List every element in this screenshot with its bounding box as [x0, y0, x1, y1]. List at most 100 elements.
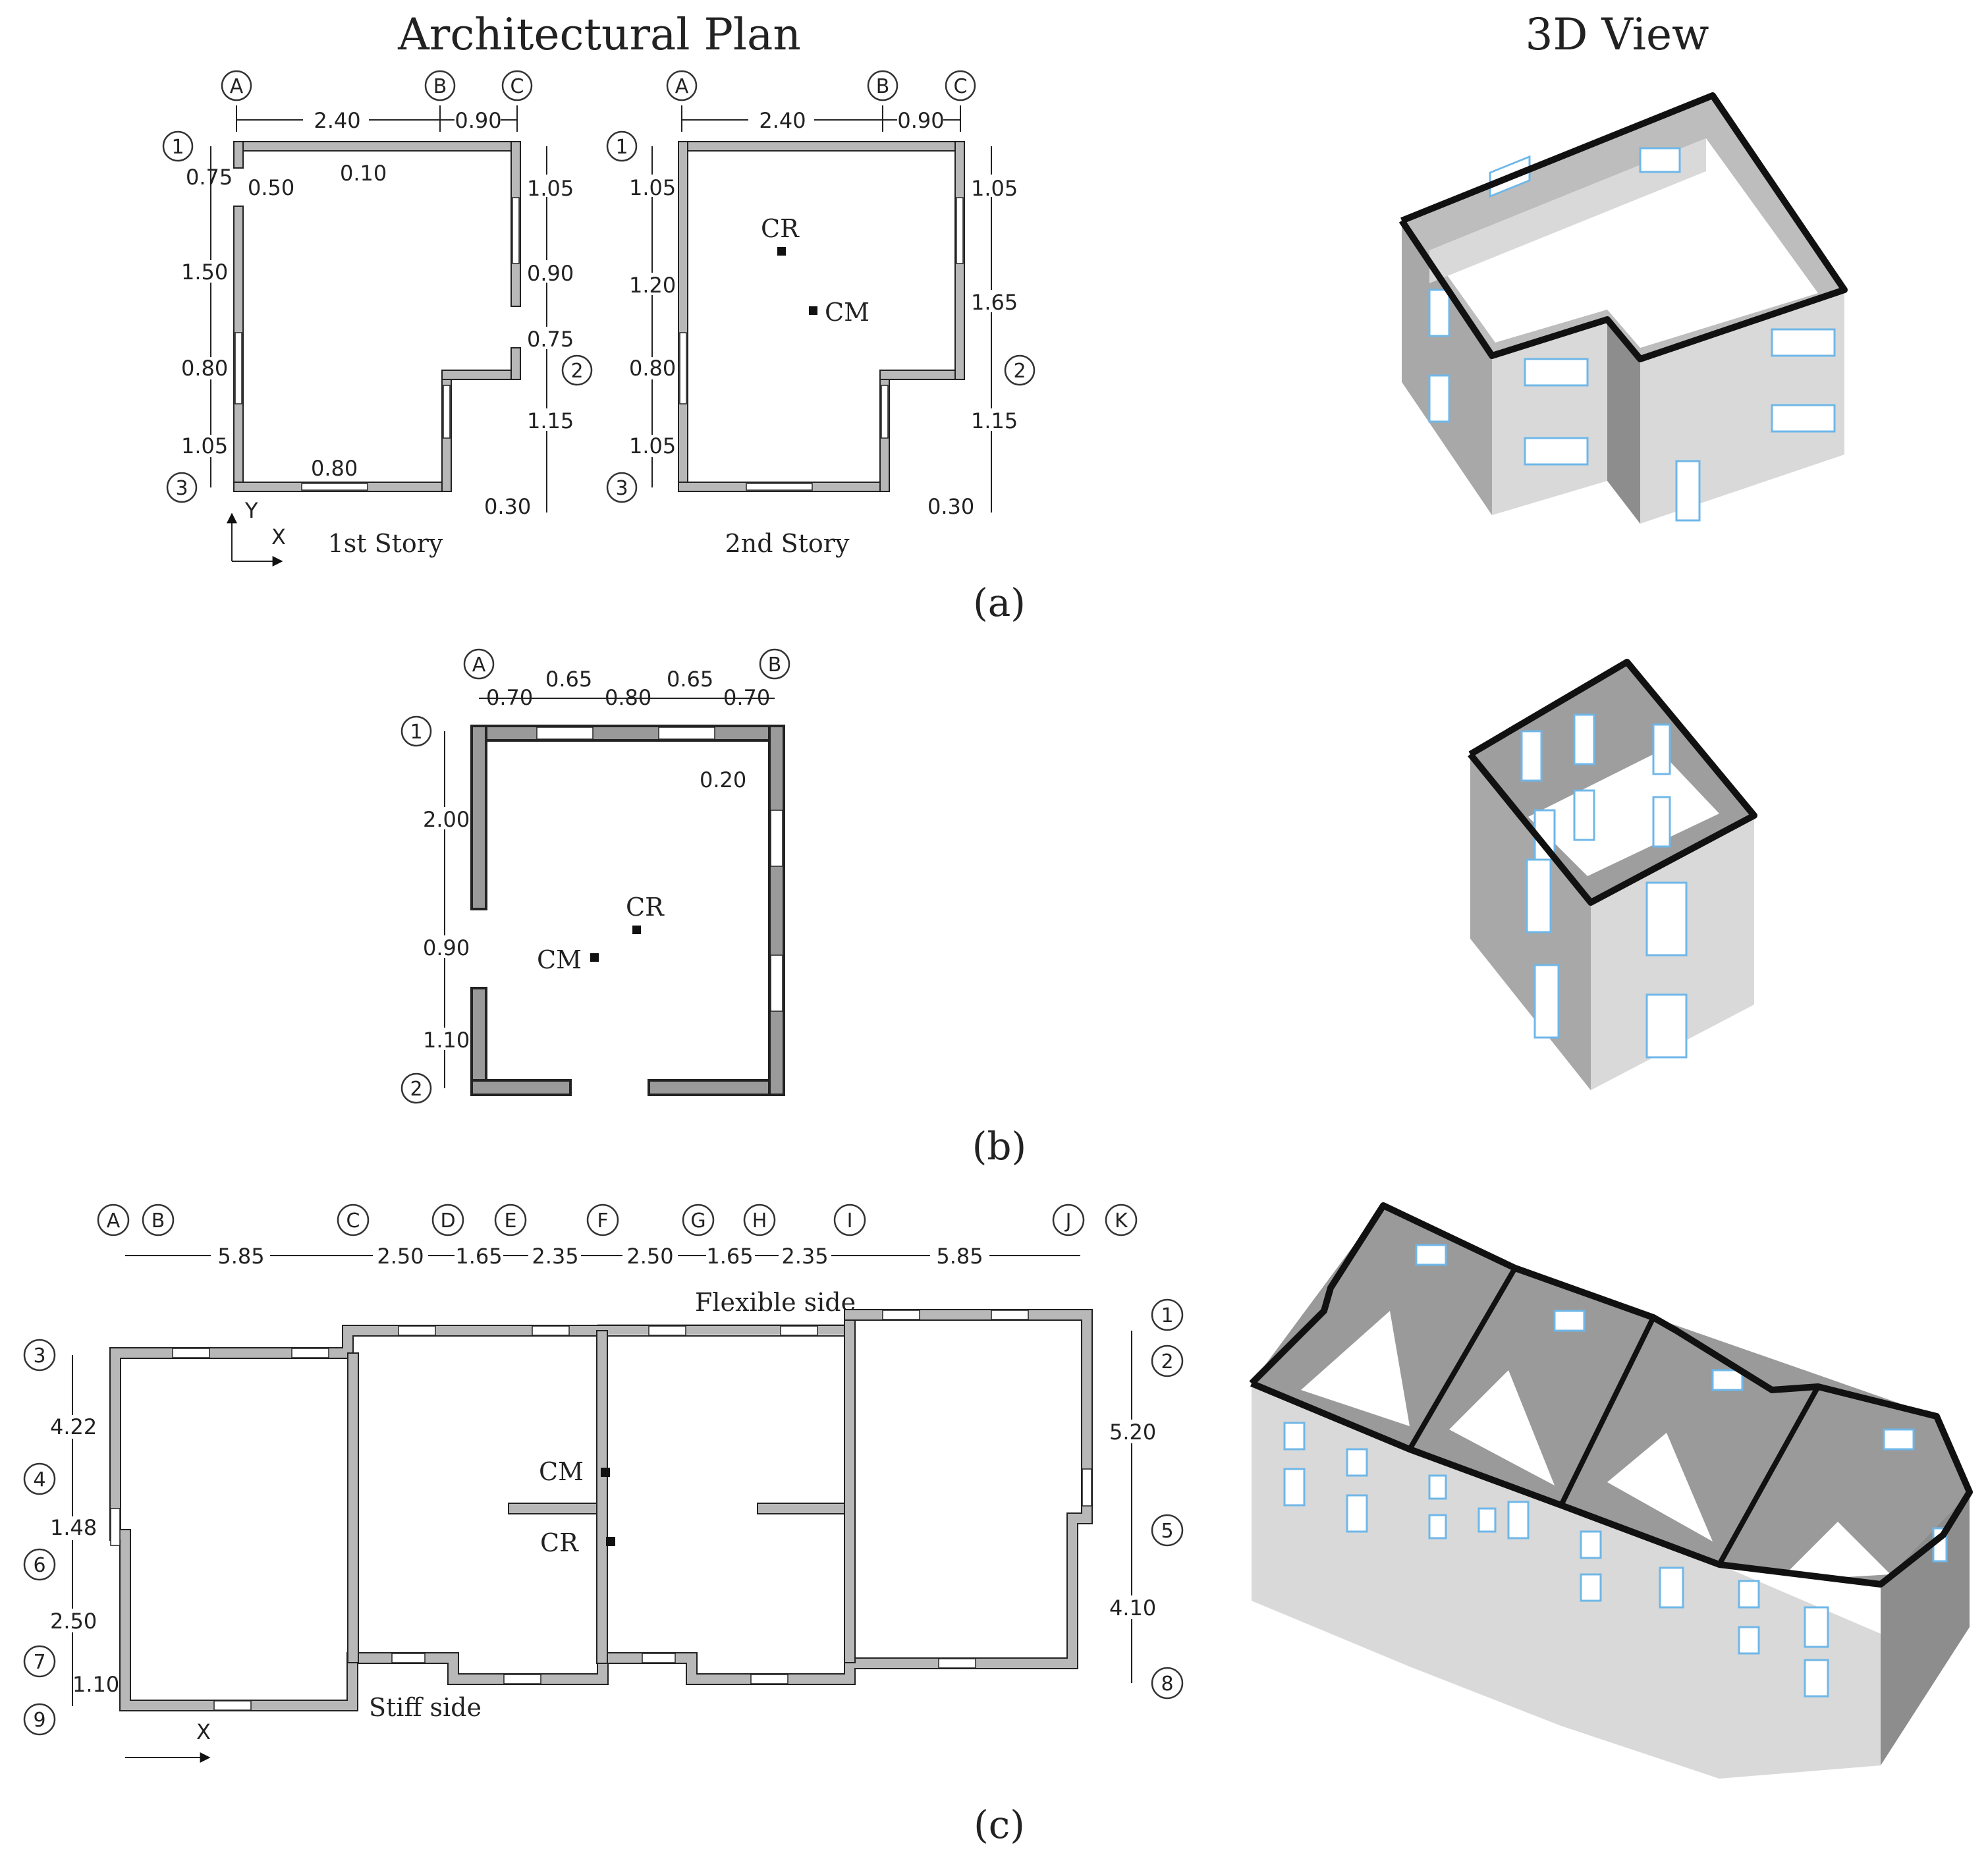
dim-a1-0-90: 0.90	[455, 108, 501, 133]
label-a2-cm: CM	[825, 298, 870, 327]
dim-a2-1-20: 1.20	[629, 273, 676, 298]
label-2nd-story: 2nd Story	[725, 529, 850, 558]
grid-c-h: H	[752, 1209, 767, 1233]
dim-c-4-22: 4.22	[50, 1414, 97, 1439]
dim-a1-1-50: 1.50	[181, 260, 228, 285]
grid-b-a: A	[472, 653, 486, 677]
grid-c-i: I	[847, 1209, 853, 1233]
dim-a2-1-05-right: 1.05	[971, 176, 1018, 201]
grid-b-b: B	[768, 653, 782, 677]
grid-c-5: 5	[1161, 1520, 1173, 1543]
grid-c-9: 9	[33, 1709, 45, 1732]
dim-a2-0-30: 0.30	[927, 494, 974, 519]
grid-c-7: 7	[33, 1651, 45, 1674]
grid-c-8: 8	[1161, 1673, 1173, 1696]
header-architectural-plan: Architectural Plan	[397, 9, 801, 60]
caption-c: (c)	[974, 1802, 1025, 1847]
grid-a2-c: C	[954, 75, 968, 98]
grid-c-3: 3	[33, 1344, 45, 1368]
label-b-cr: CR	[626, 893, 665, 922]
grid-a2-3: 3	[615, 477, 628, 500]
dim-a1-0-10: 0.10	[340, 161, 387, 186]
grid-a-a: A	[230, 75, 244, 98]
plan-a-2nd-story: A B C 1 3 2 2.40 0.90 1.05 1.20	[606, 70, 1035, 558]
3d-view-a	[1398, 92, 1848, 524]
dim-a1-0-50: 0.50	[248, 175, 294, 200]
label-c-cm: CM	[539, 1457, 584, 1486]
dim-b-0-65-right: 0.65	[667, 667, 713, 692]
grid-c-g: G	[690, 1209, 705, 1233]
grid-c-4: 4	[33, 1468, 45, 1491]
dim-c-2-35-b: 2.35	[781, 1244, 828, 1269]
label-b-cm: CM	[537, 945, 582, 974]
axis-x-label: X	[271, 524, 286, 549]
dim-b-0-65-left: 0.65	[545, 667, 592, 692]
grid-a-3: 3	[175, 477, 188, 500]
axis-c-x-label: X	[196, 1719, 211, 1744]
dim-b-0-90: 0.90	[423, 935, 470, 960]
dim-b-0-70-right: 0.70	[723, 685, 770, 710]
label-1st-story: 1st Story	[328, 529, 443, 558]
dim-c-2-50-a: 2.50	[377, 1244, 424, 1269]
grid-c-2: 2	[1161, 1350, 1173, 1373]
dim-c-2-50-left: 2.50	[50, 1609, 97, 1634]
label-a2-cr: CR	[761, 214, 800, 243]
dim-a1-0-80-bottom: 0.80	[311, 456, 358, 481]
grid-b-1: 1	[410, 721, 422, 744]
dim-c-1-65-b: 1.65	[706, 1244, 753, 1269]
dim-a2-1-65: 1.65	[971, 290, 1018, 315]
dim-a2-1-05-left-bottom: 1.05	[629, 433, 676, 458]
grid-b-2: 2	[410, 1078, 422, 1101]
dim-a1-0-75: 0.75	[186, 165, 233, 190]
grid-a-1: 1	[171, 136, 184, 159]
grid-c-top: A B C D E F G H I J K	[97, 1204, 1138, 1236]
dim-c-1-10: 1.10	[72, 1672, 119, 1697]
dim-c-5-85-left: 5.85	[217, 1244, 264, 1269]
dim-c-2-35-a: 2.35	[532, 1244, 578, 1269]
plan-a-1st-story: A B C 1 3 2 2.40 0.90 0.75	[162, 70, 593, 567]
grid-c-e: E	[505, 1209, 517, 1233]
grid-c-f: F	[597, 1209, 608, 1233]
dim-c-2-50-b: 2.50	[626, 1244, 673, 1269]
grid-c-k: K	[1115, 1209, 1128, 1233]
dim-a1-0-75-right: 0.75	[527, 327, 574, 352]
3d-view-b	[1468, 659, 1757, 1090]
plan-c: A B C D E F G H I J K 5.85 2.50 1.65 2.3…	[23, 1204, 1184, 1763]
dim-a1-1-05-right: 1.05	[527, 176, 574, 201]
grid-a-c: C	[511, 75, 524, 98]
dim-a1-2-40: 2.40	[314, 108, 360, 133]
label-flexible-side: Flexible side	[695, 1288, 856, 1317]
grid-a-2: 2	[570, 360, 583, 383]
3d-view-c	[1249, 1202, 1973, 1779]
grid-c-b: B	[152, 1209, 165, 1233]
header-3d-view: 3D View	[1525, 9, 1709, 60]
grid-c-1: 1	[1161, 1304, 1173, 1327]
grid-c-6: 6	[33, 1554, 45, 1577]
label-c-cr: CR	[540, 1528, 579, 1557]
dim-a2-1-15: 1.15	[971, 408, 1018, 433]
dim-c-5-20: 5.20	[1109, 1420, 1156, 1445]
dim-b-0-70-left: 0.70	[486, 685, 533, 710]
grid-c-a: A	[107, 1209, 121, 1233]
dim-c-1-48: 1.48	[50, 1515, 97, 1540]
grid-a2-b: B	[876, 75, 890, 98]
dim-b-2-00: 2.00	[423, 807, 470, 832]
dim-a2-1-05-left: 1.05	[629, 175, 676, 200]
dim-a1-0-30: 0.30	[484, 494, 531, 519]
grid-a-b: B	[433, 75, 447, 98]
dim-a1-1-05-left: 1.05	[181, 433, 228, 458]
dim-c-5-85-right: 5.85	[936, 1244, 983, 1269]
dim-b-0-20: 0.20	[700, 767, 746, 792]
grid-c-j: J	[1064, 1209, 1072, 1233]
dim-a2-0-90: 0.90	[897, 108, 944, 133]
dim-a1-0-90-right: 0.90	[527, 261, 574, 286]
dim-c-4-10: 4.10	[1109, 1595, 1156, 1621]
grid-a2-2: 2	[1013, 360, 1026, 383]
grid-a2-a: A	[675, 75, 689, 98]
grid-a2-1: 1	[615, 136, 628, 159]
dim-a1-0-80-left: 0.80	[181, 356, 228, 381]
caption-b: (b)	[972, 1124, 1026, 1169]
plan-c-outline	[110, 1310, 1092, 1711]
grid-c-c: C	[346, 1209, 360, 1233]
